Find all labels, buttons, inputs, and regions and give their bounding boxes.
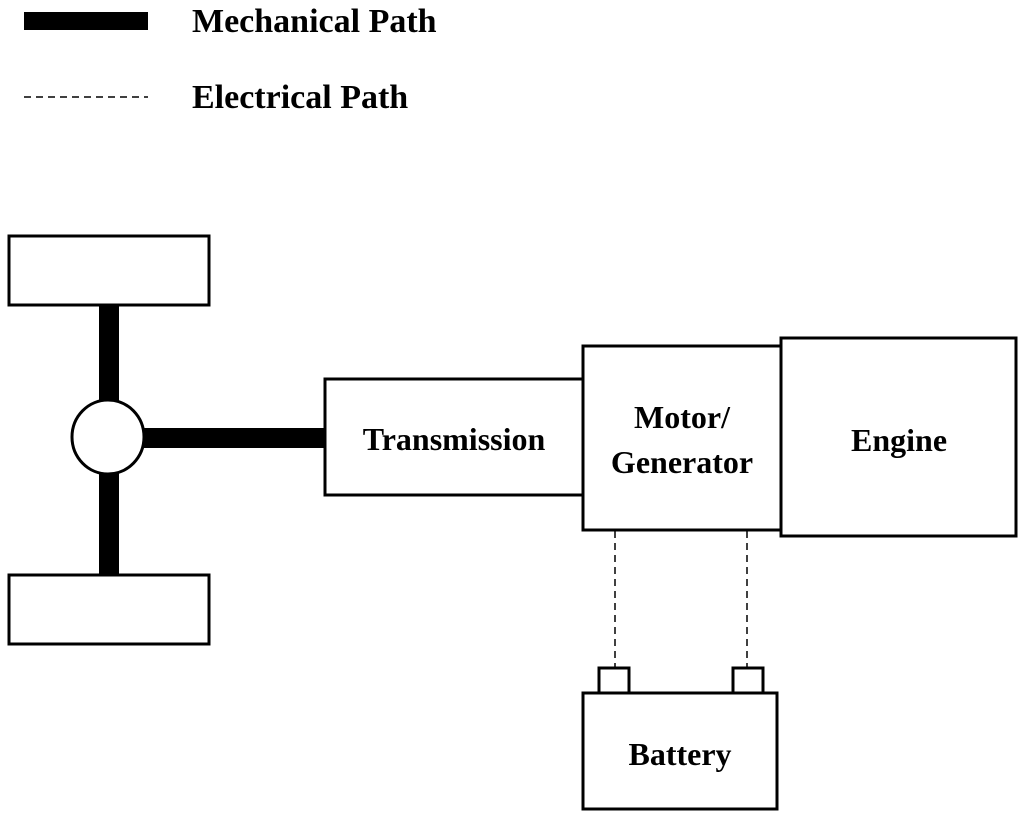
mechanical-paths xyxy=(99,305,326,576)
axle-upper xyxy=(99,305,119,405)
legend-mechanical-label: Mechanical Path xyxy=(192,3,437,40)
engine-block: Engine xyxy=(779,336,1018,538)
battery-terminal-right xyxy=(731,666,765,696)
engine-box xyxy=(779,336,1018,538)
drive-shaft xyxy=(140,428,326,448)
legend: Mechanical Path Electrical Path xyxy=(24,3,437,116)
legend-electrical-label: Electrical Path xyxy=(192,79,408,116)
differential xyxy=(70,398,146,476)
battery-terminal-left xyxy=(597,666,631,696)
engine-label: Engine xyxy=(851,422,947,458)
transmission-box xyxy=(323,377,585,497)
motor-generator-box xyxy=(581,344,783,532)
wheel-top xyxy=(7,234,211,307)
battery-block: Battery xyxy=(581,666,779,811)
motor-generator-block: Motor/ Generator xyxy=(581,344,783,532)
electrical-paths xyxy=(614,531,748,667)
motor-generator-label-line2: Generator xyxy=(611,444,753,480)
transmission-block: Transmission xyxy=(323,377,585,497)
battery-label: Battery xyxy=(628,736,731,772)
legend-mechanical-swatch xyxy=(24,12,148,30)
transmission-label: Transmission xyxy=(363,421,546,457)
axle-lower xyxy=(99,470,119,576)
motor-generator-label-line1: Motor/ xyxy=(634,399,731,435)
wheel-bottom xyxy=(7,573,211,646)
battery-box xyxy=(581,691,779,811)
